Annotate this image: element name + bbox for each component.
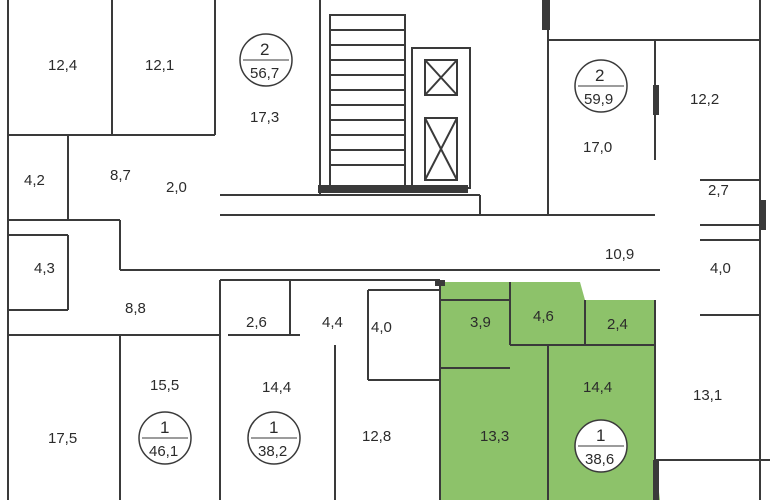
room-area: 10,9 — [605, 246, 634, 263]
room-area: 4,3 — [34, 260, 55, 277]
walls — [7, 0, 770, 500]
apartment-badge[interactable]: 1 38,2 — [247, 411, 301, 465]
apartment-rooms: 1 — [160, 418, 169, 437]
room-labels: 12,4 12,1 17,3 4,2 8,7 2,0 17,0 12,2 2,7… — [24, 57, 731, 447]
apartment-badge[interactable]: 1 46,1 — [138, 411, 192, 465]
room-area: 12,1 — [145, 57, 174, 74]
room-area: 2,7 — [708, 182, 729, 199]
apartment-area: 46,1 — [149, 443, 178, 460]
room-area: 8,7 — [110, 167, 131, 184]
room-area: 3,9 — [470, 314, 491, 331]
room-area: 8,8 — [125, 300, 146, 317]
apartment-rooms: 2 — [260, 40, 269, 59]
apartment-area: 56,7 — [250, 65, 279, 82]
room-area: 4,0 — [710, 260, 731, 277]
room-area: 12,8 — [362, 428, 391, 445]
room-area: 17,0 — [583, 139, 612, 156]
wall-columns — [318, 0, 766, 500]
room-area: 12,2 — [690, 91, 719, 108]
room-area: 17,3 — [250, 109, 279, 126]
room-area: 14,4 — [262, 379, 291, 396]
room-area: 4,4 — [322, 314, 343, 331]
room-area: 14,4 — [583, 379, 612, 396]
room-area: 13,3 — [480, 428, 509, 445]
apartment-area: 38,2 — [258, 443, 287, 460]
room-area: 17,5 — [48, 430, 77, 447]
room-area: 4,2 — [24, 172, 45, 189]
room-area: 4,6 — [533, 308, 554, 325]
room-area: 4,0 — [371, 319, 392, 336]
apartment-badge[interactable]: 1 38,6 — [574, 419, 628, 473]
apartment-rooms: 1 — [269, 418, 278, 437]
room-area: 13,1 — [693, 387, 722, 404]
room-area: 2,0 — [166, 179, 187, 196]
apartment-badge[interactable]: 2 59,9 — [574, 59, 628, 113]
room-area: 15,5 — [150, 377, 179, 394]
apartment-rooms: 2 — [595, 66, 604, 85]
room-area: 2,4 — [607, 316, 628, 333]
room-area: 2,6 — [246, 314, 267, 331]
apartment-rooms: 1 — [596, 426, 605, 445]
room-area: 12,4 — [48, 57, 77, 74]
apartment-area: 59,9 — [584, 91, 613, 108]
apartment-badge[interactable]: 2 56,7 — [239, 33, 293, 87]
apartment-area: 38,6 — [585, 451, 614, 468]
